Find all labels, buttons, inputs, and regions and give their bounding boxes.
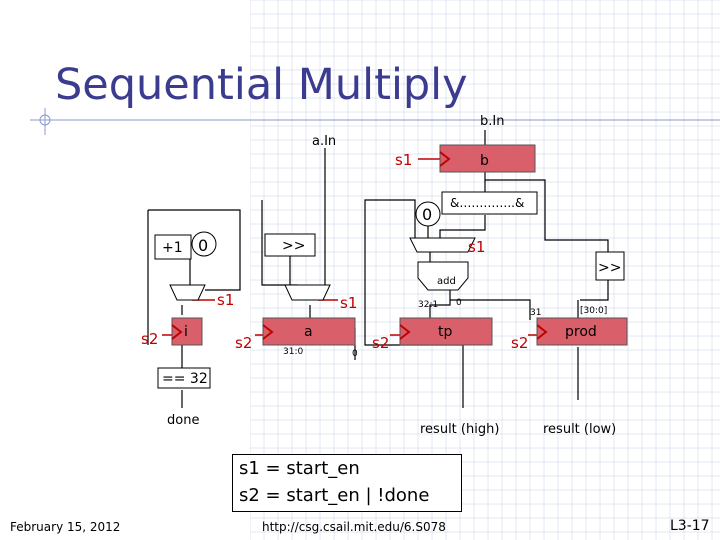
- shift-right-box: [595, 251, 625, 281]
- shift-right-label: >>: [598, 260, 621, 276]
- zero-left-circle: [191, 231, 217, 257]
- eq32-box: [157, 367, 211, 389]
- bits-0: 0: [456, 298, 462, 308]
- mux-tp: [409, 237, 476, 253]
- register-a-label: a: [304, 324, 313, 340]
- s2-i-label: s2: [141, 330, 158, 348]
- bits-32-1: 32:1: [418, 300, 438, 310]
- s2-tp-label: s2: [372, 334, 389, 352]
- register-a: [262, 317, 356, 346]
- result-low-label: result (low): [543, 422, 616, 437]
- bits-31-0: 31:0: [283, 347, 303, 357]
- shift-mid-box: [264, 233, 316, 257]
- register-i: [171, 317, 203, 346]
- b-in-label: b.In: [480, 114, 504, 129]
- s1-b-label: s1: [395, 151, 412, 169]
- register-b-label: b: [480, 153, 489, 169]
- adder: [417, 261, 469, 291]
- s2-prod-label: s2: [511, 334, 528, 352]
- zero-top-circle: [415, 201, 441, 227]
- done-label: done: [167, 413, 199, 428]
- mux-i: [169, 284, 206, 301]
- select-equations: s1 = start_en s2 = start_en | !done: [232, 454, 462, 512]
- equation-s2: s2 = start_en | !done: [239, 485, 430, 506]
- mux-a: [284, 284, 331, 301]
- bits-30-0: [30:0]: [580, 306, 607, 316]
- s1-i-label: s1: [217, 291, 234, 309]
- bits-31: 31: [530, 308, 541, 318]
- register-prod: [536, 317, 628, 346]
- eq32-label: == 32: [162, 371, 208, 387]
- register-i-label: i: [184, 324, 188, 340]
- and-gate-label: &…………..&: [450, 196, 524, 210]
- footer-date: February 15, 2012: [10, 520, 121, 534]
- register-tp-label: tp: [438, 324, 452, 340]
- equation-s1: s1 = start_en: [239, 458, 360, 479]
- zero-top-label: 0: [422, 205, 432, 224]
- register-prod-label: prod: [565, 324, 597, 340]
- register-tp: [399, 317, 493, 346]
- plus-one-box: [154, 234, 192, 260]
- s2-a-label: s2: [235, 334, 252, 352]
- footer-page-number: L3-17: [670, 518, 710, 534]
- wires: [147, 130, 609, 408]
- s1-a-label: s1: [340, 294, 357, 312]
- a-in-label: a.In: [312, 134, 336, 149]
- zero-left-label: 0: [198, 236, 208, 255]
- s1-mux-label: s1: [468, 238, 485, 256]
- register-b: [439, 144, 536, 173]
- plus-one-label: +1: [162, 240, 183, 256]
- adder-label: add: [437, 276, 456, 287]
- crosshair-circle: [39, 114, 51, 126]
- page-title: Sequential Multiply: [55, 60, 468, 110]
- result-high-label: result (high): [420, 422, 499, 437]
- bits-0-low: 0: [352, 349, 358, 359]
- shift-mid-label: >>: [282, 238, 305, 254]
- and-gate-box: [441, 191, 538, 215]
- footer-url[interactable]: http://csg.csail.mit.edu/6.S078: [262, 520, 446, 534]
